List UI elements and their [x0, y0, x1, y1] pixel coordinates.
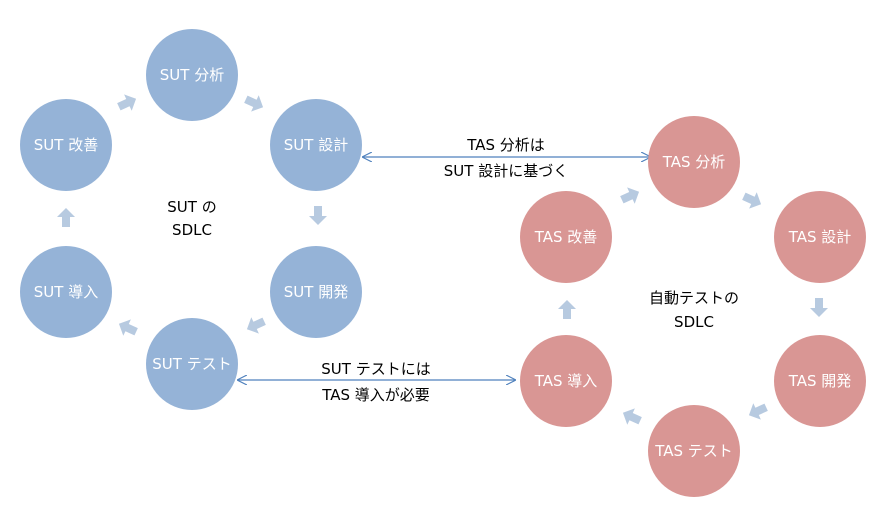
- sut-node-analysis: SUT 分析: [146, 29, 238, 121]
- tas-arrow-development-to-test: [748, 403, 768, 420]
- sut-cycle-arrows: [57, 94, 327, 336]
- tas-cycle: TAS 分析 TAS 設計 TAS 開発 TAS テスト TAS 導入 TAS …: [520, 116, 866, 497]
- link-labels: TAS 分析は SUT 設計に基づく SUT テストには TAS 導入が必要: [321, 136, 568, 404]
- tas-node-test-label: TAS テスト: [654, 442, 733, 460]
- sut-node-analysis-label: SUT 分析: [160, 66, 224, 84]
- design-link-label-line2: SUT 設計に基づく: [444, 162, 568, 180]
- test-link-label-line1: SUT テストには: [321, 360, 430, 378]
- tas-node-improvement-label: TAS 改善: [534, 228, 598, 246]
- tas-node-design-label: TAS 設計: [788, 228, 852, 246]
- tas-node-deployment: TAS 導入: [520, 335, 612, 427]
- tas-center-label-line2: SDLC: [674, 313, 714, 331]
- sut-node-improvement: SUT 改善: [20, 99, 112, 191]
- sut-node-design-label: SUT 設計: [284, 136, 348, 154]
- sut-arrow-analysis-to-design: [244, 95, 264, 112]
- sut-node-improvement-label: SUT 改善: [34, 136, 98, 154]
- tas-node-improvement: TAS 改善: [520, 191, 612, 283]
- tas-arrow-improvement-to-analysis: [620, 187, 640, 204]
- sut-cycle: SUT 分析 SUT 設計 SUT 開発 SUT テスト SUT 導入 SUT …: [20, 29, 362, 410]
- tas-arrow-analysis-to-design: [742, 192, 762, 209]
- test-link-label-line2: TAS 導入が必要: [321, 386, 430, 404]
- tas-arrow-deployment-to-improvement: [558, 300, 576, 319]
- tas-node-test: TAS テスト: [648, 405, 740, 497]
- sut-center-label-line2: SDLC: [172, 221, 212, 239]
- tas-center-label-line1: 自動テストの: [649, 289, 739, 307]
- tas-arrow-test-to-deployment: [622, 408, 642, 425]
- link-lines: [238, 157, 650, 380]
- sut-node-deployment-label: SUT 導入: [34, 283, 98, 301]
- sut-node-test-label: SUT テスト: [152, 355, 231, 373]
- sut-arrow-test-to-deployment: [118, 319, 138, 336]
- sut-arrow-improvement-to-analysis: [117, 94, 137, 111]
- sut-center-label-line1: SUT の: [167, 198, 216, 216]
- tas-node-design: TAS 設計: [774, 191, 866, 283]
- tas-node-analysis-label: TAS 分析: [662, 153, 726, 171]
- tas-node-deployment-label: TAS 導入: [534, 372, 598, 390]
- sut-arrow-design-to-development: [309, 206, 327, 225]
- sut-node-test: SUT テスト: [146, 318, 238, 410]
- sut-node-development: SUT 開発: [270, 246, 362, 338]
- tas-cycle-arrows: [558, 187, 828, 425]
- tas-arrow-design-to-development: [810, 298, 828, 317]
- sut-node-design: SUT 設計: [270, 99, 362, 191]
- sut-node-deployment: SUT 導入: [20, 246, 112, 338]
- design-link-label-line1: TAS 分析は: [466, 136, 545, 154]
- sut-node-development-label: SUT 開発: [284, 283, 348, 301]
- tas-node-development-label: TAS 開発: [788, 372, 852, 390]
- sut-arrow-development-to-test: [246, 317, 266, 334]
- tas-node-development: TAS 開発: [774, 335, 866, 427]
- sut-arrow-deployment-to-improvement: [57, 208, 75, 227]
- tas-node-analysis: TAS 分析: [648, 116, 740, 208]
